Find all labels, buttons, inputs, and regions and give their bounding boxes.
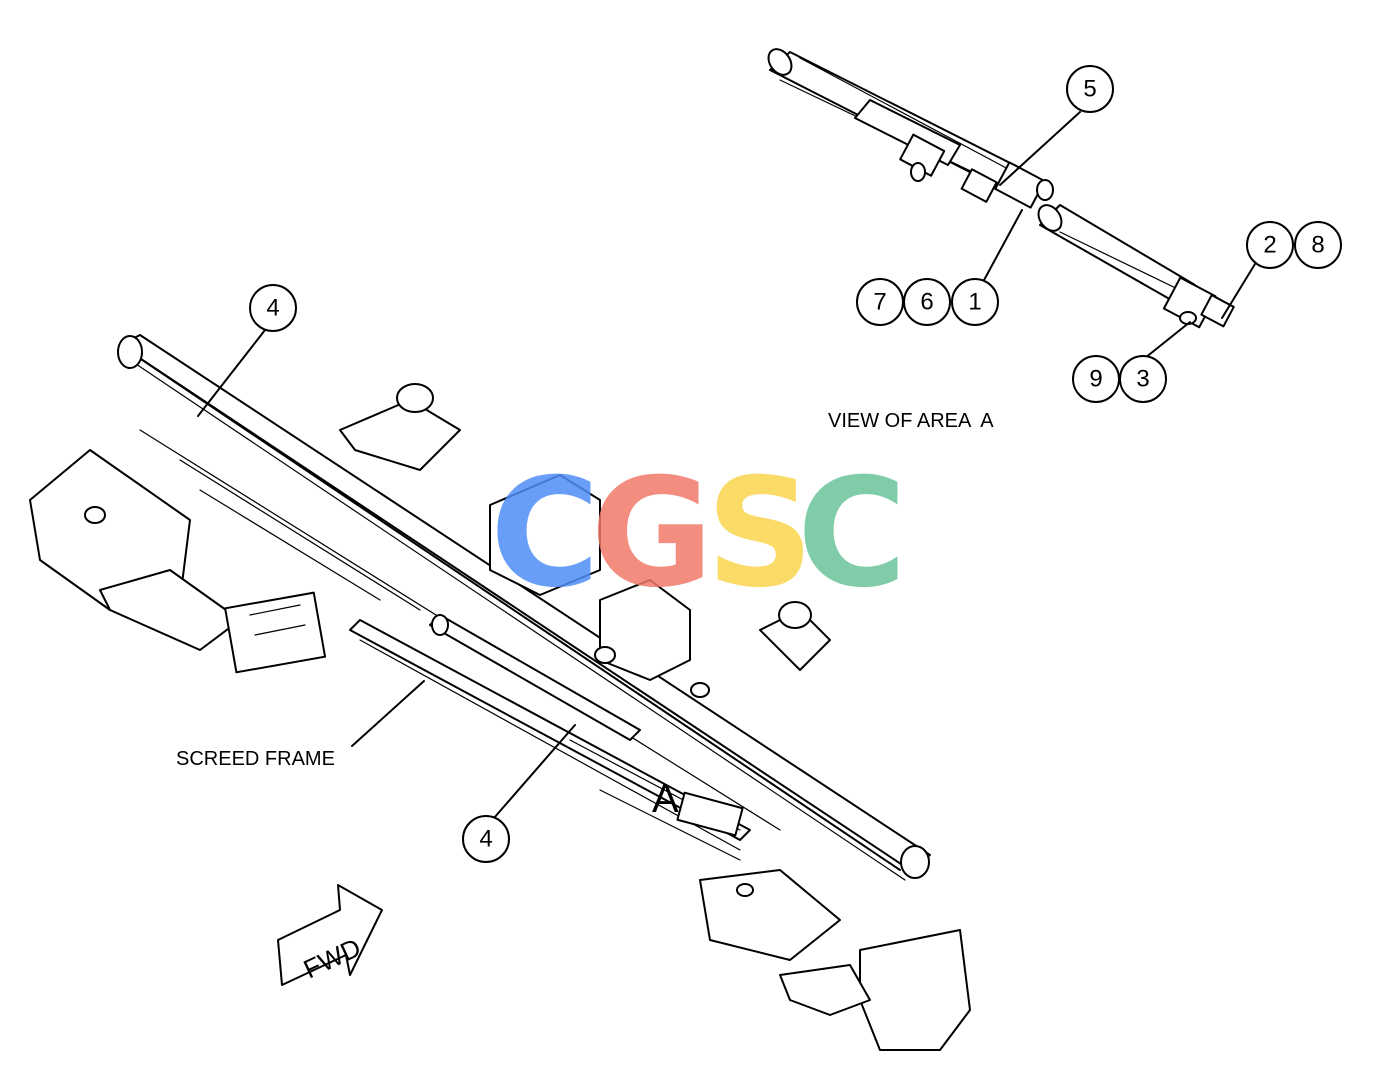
callout-9: 9 — [1072, 355, 1120, 403]
leader-1 — [982, 209, 1023, 283]
watermark-letter: S — [706, 447, 814, 621]
area-a-marker: A — [652, 777, 679, 821]
svg-text:7: 7 — [873, 289, 886, 316]
callout-4-bottom: 4 — [462, 815, 510, 863]
svg-text:6: 6 — [920, 289, 933, 316]
svg-text:4: 4 — [479, 826, 492, 853]
leader-2 — [1221, 263, 1256, 319]
svg-text:8: 8 — [1311, 232, 1324, 259]
svg-text:9: 9 — [1089, 366, 1102, 393]
svg-text:5: 5 — [1083, 76, 1096, 103]
svg-text:1: 1 — [968, 289, 981, 316]
callout-1: 1 — [951, 278, 999, 326]
svg-text:2: 2 — [1263, 232, 1276, 259]
svg-text:4: 4 — [266, 295, 279, 322]
leader-4-bottom — [493, 724, 576, 819]
callout-6: 6 — [903, 278, 951, 326]
callout-7: 7 — [856, 278, 904, 326]
cylinder-detail-view — [767, 48, 1235, 329]
watermark-letter: C — [797, 447, 907, 621]
leader-lines — [197, 111, 1256, 819]
callout-5: 5 — [1066, 65, 1114, 113]
callout-8: 8 — [1294, 221, 1342, 269]
callout-4-top: 4 — [249, 284, 297, 332]
watermark-letter: C — [490, 447, 600, 621]
callout-2: 2 — [1246, 221, 1294, 269]
callout-3: 3 — [1119, 355, 1167, 403]
watermark-letter: G — [590, 447, 713, 621]
leader-3 — [1144, 321, 1191, 359]
svg-text:3: 3 — [1136, 366, 1149, 393]
screed-frame-label: SCREED FRAME — [176, 748, 335, 770]
fwd-arrow-icon: FWD — [277, 884, 383, 986]
view-of-area-label: VIEW OF AREA A — [828, 410, 994, 432]
leader-4-top — [197, 329, 266, 417]
screed-frame-assembly — [29, 334, 971, 1051]
leader-5 — [999, 111, 1081, 186]
leader-screed-frame — [351, 680, 425, 747]
